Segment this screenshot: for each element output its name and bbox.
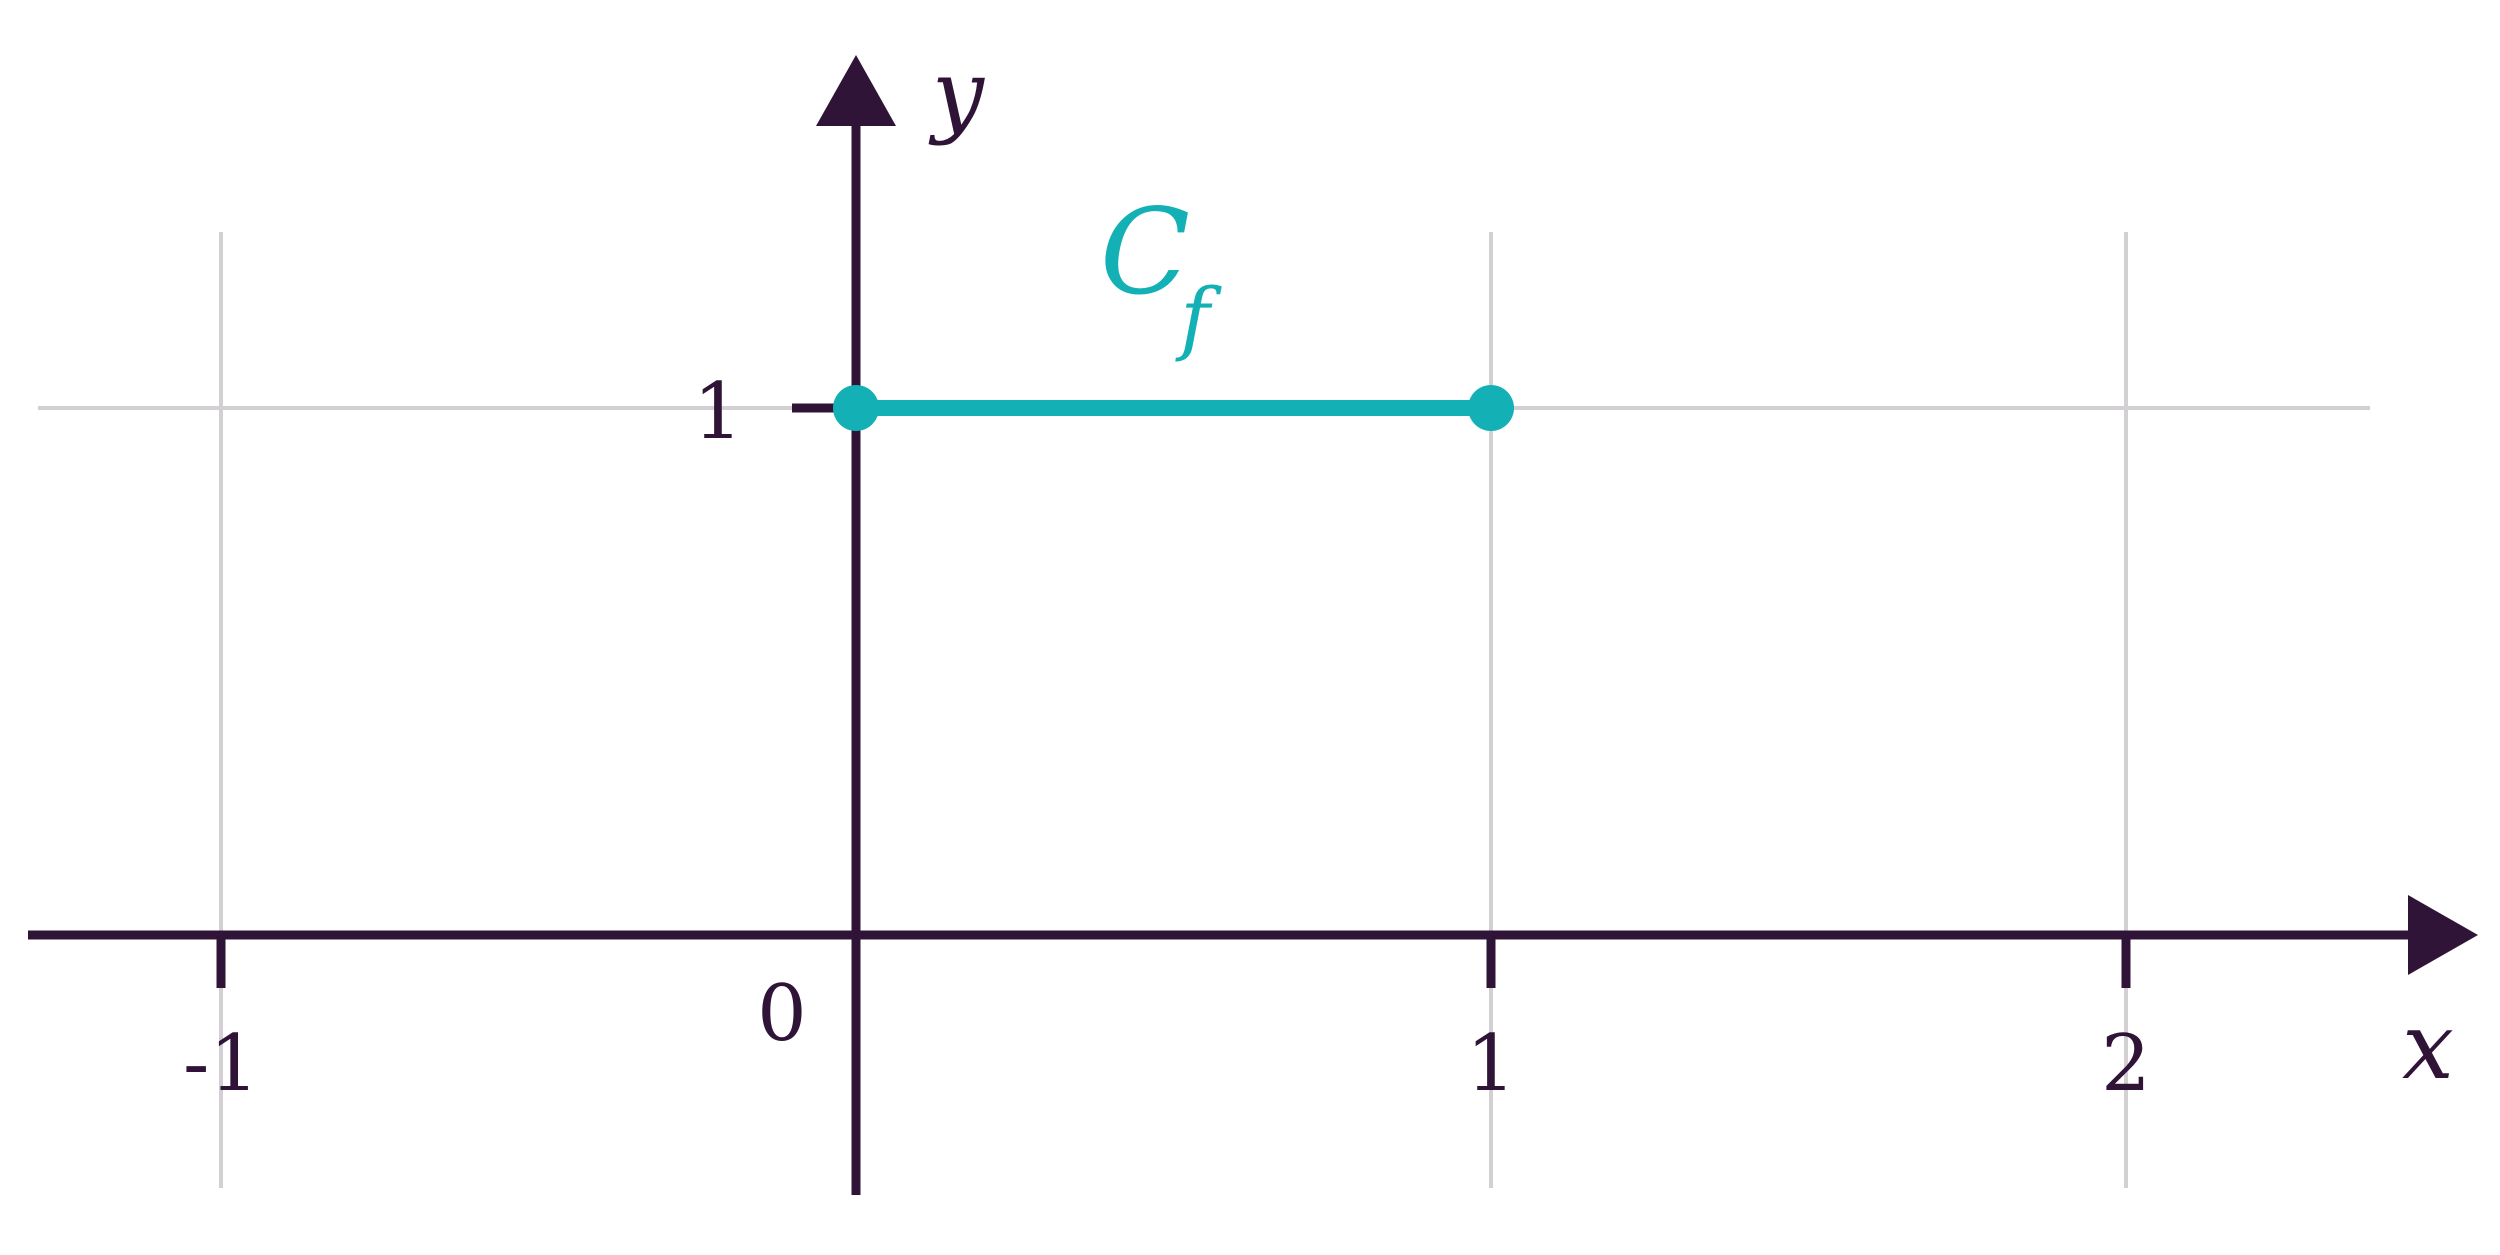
x-tick-label-1: 1 bbox=[1466, 1019, 1516, 1109]
y-tick-label-0: 1 bbox=[693, 367, 743, 457]
y-axis-arrowhead bbox=[816, 55, 896, 126]
series-name: C bbox=[1100, 183, 1190, 321]
y-axis-label: y bbox=[928, 40, 985, 147]
axes bbox=[28, 55, 2478, 1195]
x-tick-label-2: 2 bbox=[2101, 1019, 2151, 1109]
series-label: C f bbox=[1100, 183, 1222, 364]
origin-label: 0 bbox=[757, 969, 807, 1059]
x-axis-arrowhead bbox=[2408, 895, 2478, 975]
ticks bbox=[216, 403, 2131, 988]
x-axis-label: x bbox=[2402, 993, 2454, 1100]
series-point-0-1 bbox=[1468, 385, 1514, 431]
series-point-0-0 bbox=[833, 385, 879, 431]
series-name-subscript: f bbox=[1175, 271, 1222, 364]
labels: 0 x y -1 1 2 1 bbox=[183, 40, 2454, 1109]
series-layer bbox=[833, 385, 1514, 431]
grid bbox=[38, 232, 2370, 1188]
x-tick-label-0: -1 bbox=[183, 1019, 259, 1109]
